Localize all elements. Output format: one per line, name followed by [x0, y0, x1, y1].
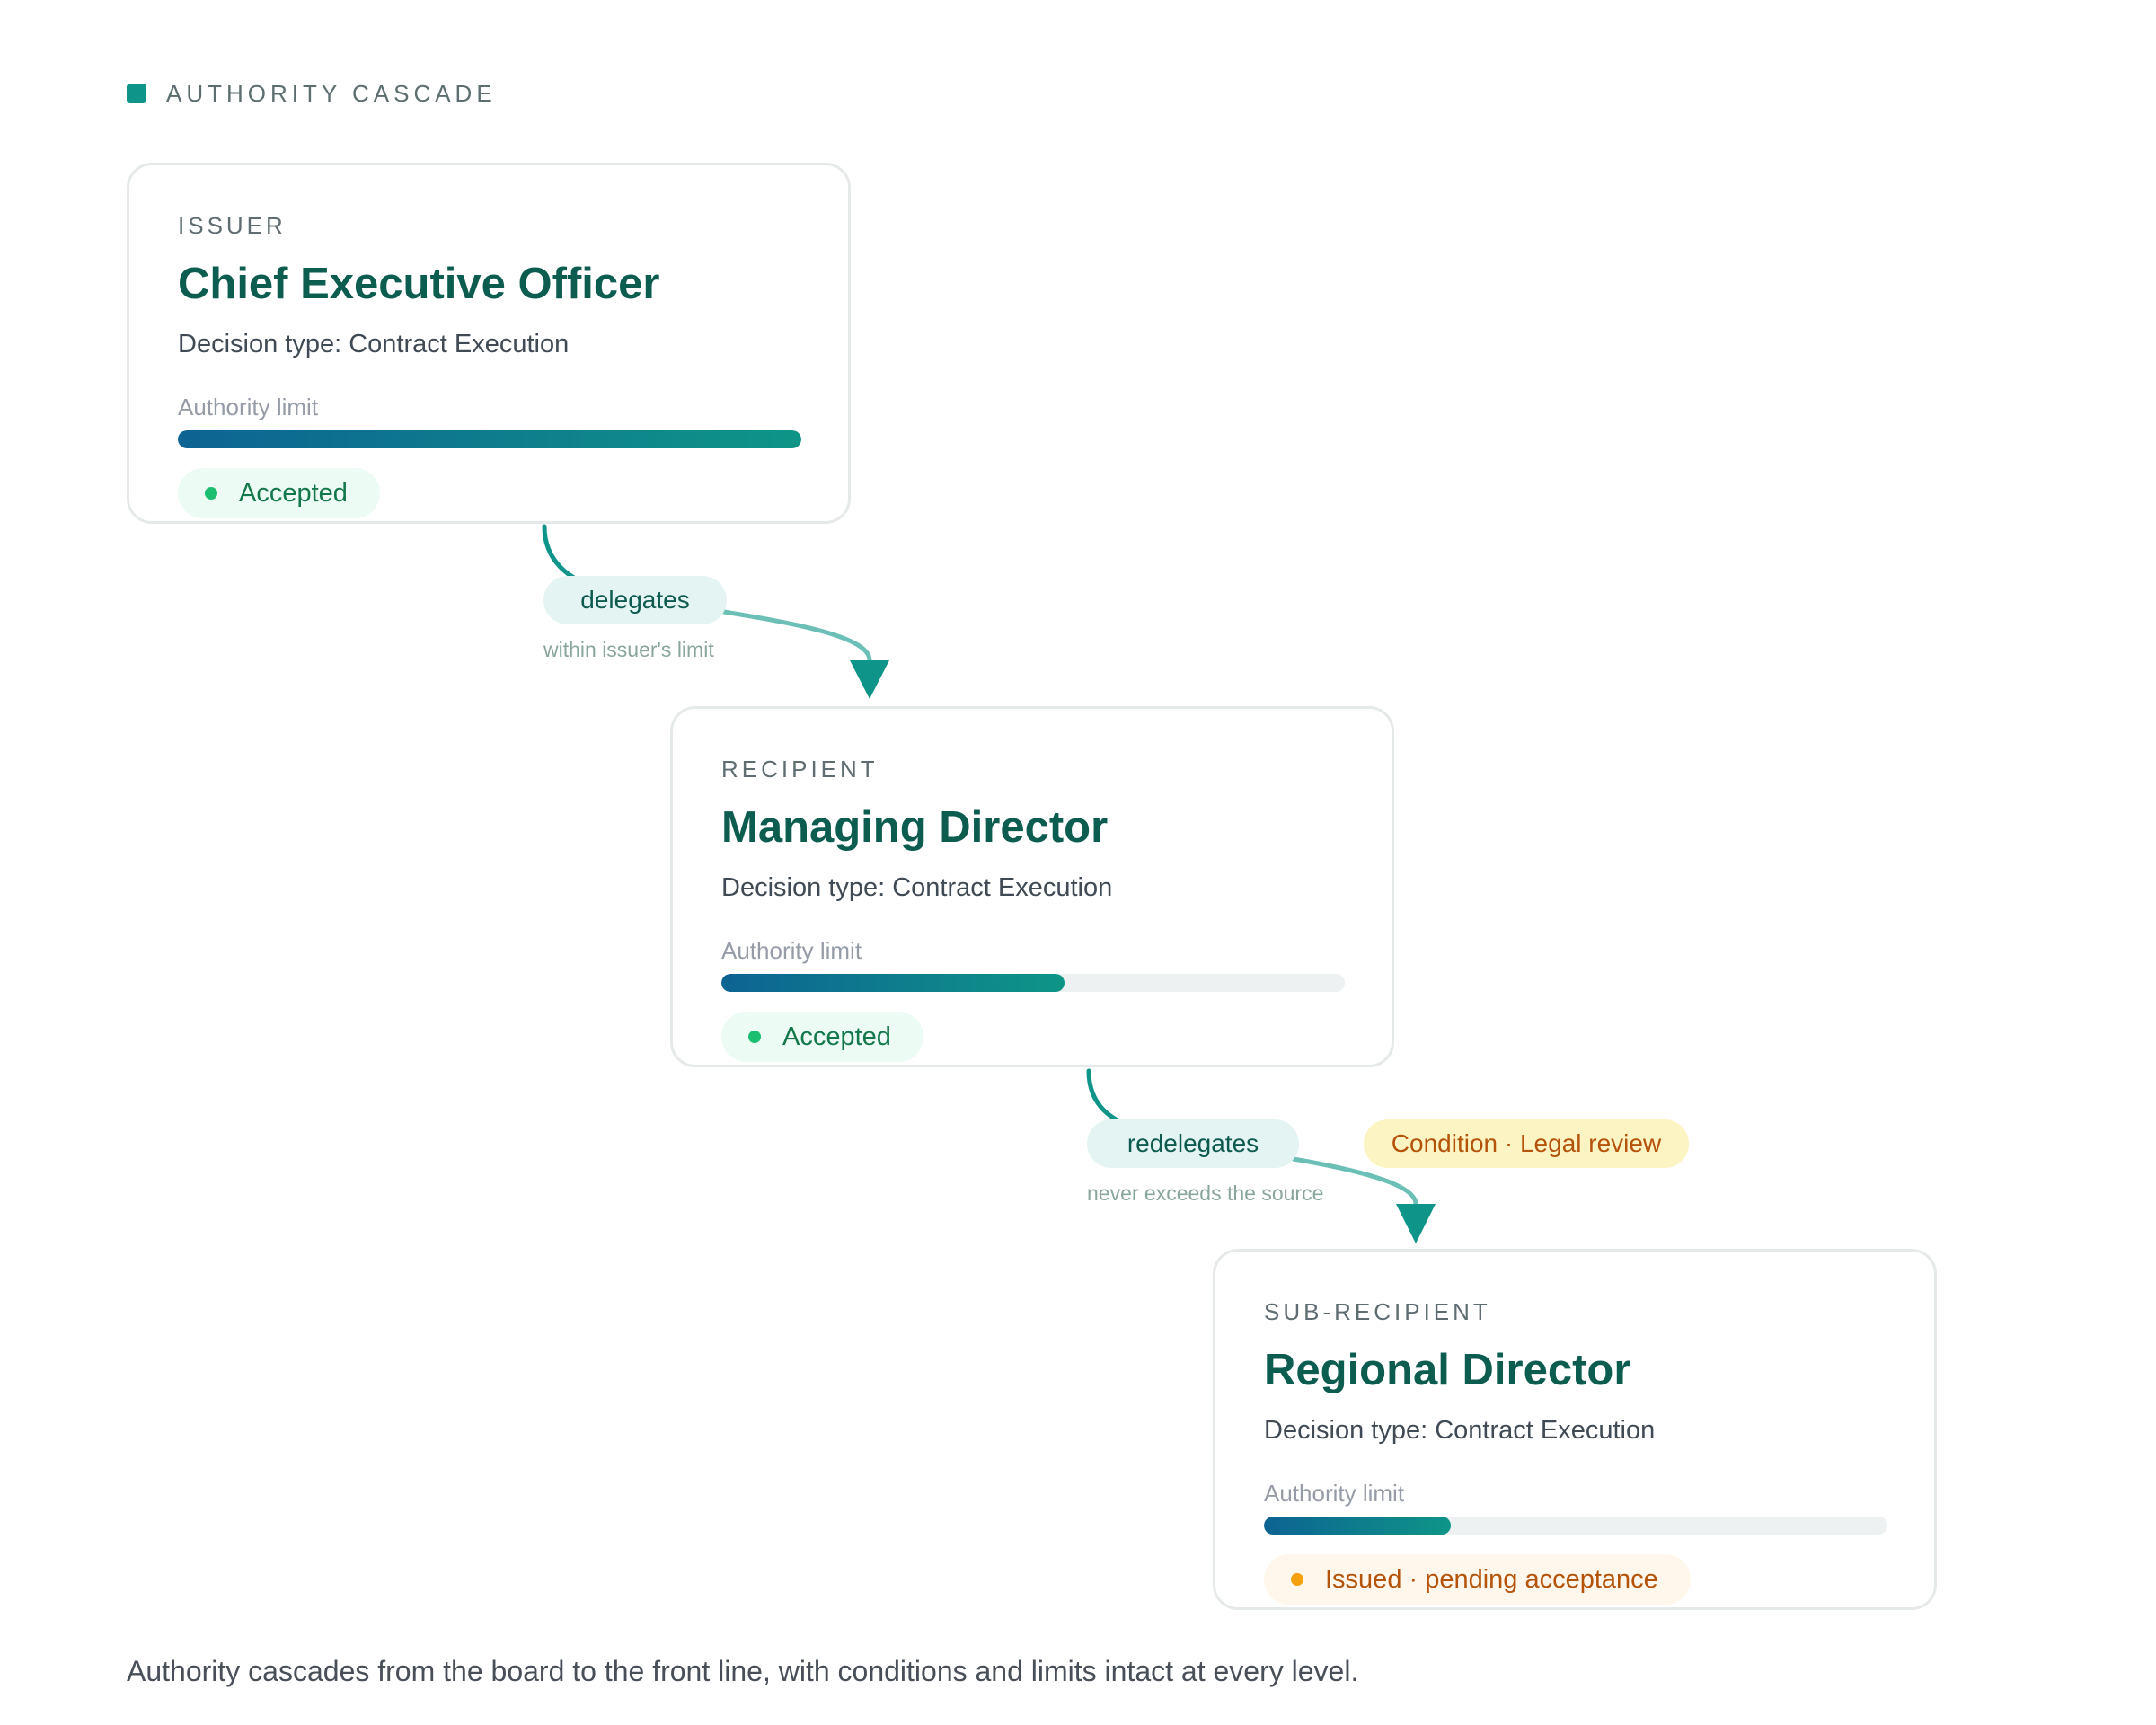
edge-delegates-arrowhead [850, 660, 889, 699]
status-dot-icon [1291, 1573, 1303, 1586]
status-badge: Issued · pending acceptance [1264, 1554, 1691, 1605]
status-text: Issued · pending acceptance [1325, 1564, 1658, 1594]
condition-badge: Condition · Legal review [1364, 1119, 1689, 1168]
status-badge: Accepted [178, 468, 380, 518]
diagram-title: AUTHORITY CASCADE [166, 79, 497, 107]
card-role: SUB-RECIPIENT [1264, 1298, 1491, 1325]
diagram-header: AUTHORITY CASCADE [127, 79, 497, 108]
edge-label-text: delegates [580, 586, 690, 614]
card-name: Regional Director [1264, 1346, 1631, 1394]
edge-note-delegates: within issuer's limit [543, 638, 714, 661]
authority-limit-label: Authority limit [1264, 1480, 1405, 1507]
status-text: Accepted [239, 478, 348, 508]
edge-redelegates-line [1086, 1068, 1136, 1129]
authority-limit-bar [1264, 1517, 1887, 1535]
condition-text: Condition · Legal review [1391, 1129, 1662, 1157]
authority-limit-fill [178, 430, 801, 448]
edge-note-redelegates: never exceeds the source [1087, 1181, 1324, 1205]
card-name: Chief Executive Officer [178, 260, 660, 308]
authority-limit-label: Authority limit [178, 394, 319, 420]
edge-label-redelegates: redelegates [1087, 1119, 1299, 1168]
authority-limit-fill [721, 974, 1065, 992]
header-marker-icon [127, 84, 146, 103]
authority-limit-bar [178, 430, 801, 448]
edge-label-delegates: delegates [543, 576, 727, 624]
card-role: ISSUER [178, 212, 287, 239]
issuer-card: ISSUER Chief Executive Officer Decision … [127, 163, 851, 524]
status-badge: Accepted [721, 1012, 923, 1062]
status-dot-icon [748, 1031, 761, 1043]
card-decision-type: Decision type: Contract Execution [721, 873, 1113, 902]
recipient-card: RECIPIENT Managing Director Decision typ… [670, 706, 1394, 1067]
card-name: Managing Director [721, 803, 1109, 852]
edge-redelegates-line-lower [1291, 1156, 1418, 1207]
card-role: RECIPIENT [721, 756, 879, 783]
status-dot-icon [205, 487, 217, 500]
edge-redelegates-arrowhead [1396, 1204, 1436, 1243]
authority-limit-bar [721, 974, 1345, 992]
authority-limit-label: Authority limit [721, 937, 862, 964]
edge-label-text: redelegates [1127, 1129, 1259, 1157]
edge-delegates-line-lower [716, 608, 872, 663]
card-decision-type: Decision type: Contract Execution [178, 330, 570, 358]
footer-caption: Authority cascades from the board to the… [127, 1655, 1359, 1687]
sub-recipient-card: SUB-RECIPIENT Regional Director Decision… [1213, 1249, 1937, 1610]
status-text: Accepted [782, 1022, 891, 1051]
card-decision-type: Decision type: Contract Execution [1264, 1416, 1656, 1445]
authority-limit-fill [1264, 1517, 1452, 1535]
